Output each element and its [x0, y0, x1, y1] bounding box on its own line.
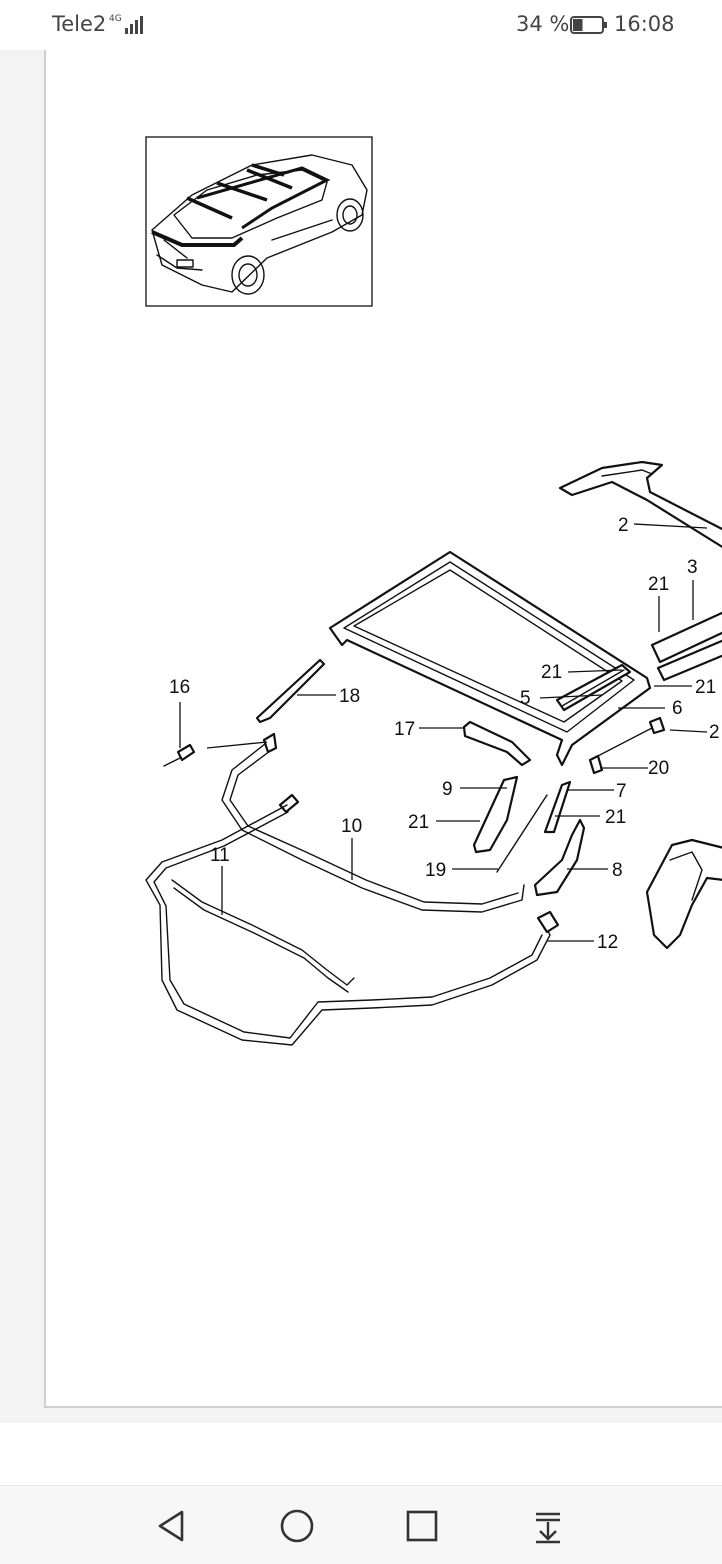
home-circle-icon[interactable] — [275, 1504, 319, 1548]
network-type: 4G — [109, 14, 122, 24]
callout-19: 19 — [425, 860, 446, 881]
callout-8: 8 — [612, 860, 623, 881]
roof-frame — [328, 550, 652, 767]
part-11-seal — [171, 879, 355, 986]
callout-7: 7 — [616, 781, 627, 802]
navigation-bar — [0, 1486, 722, 1564]
part-8-seal — [533, 818, 586, 897]
part-18-bracket — [255, 658, 326, 724]
part-20-clip — [588, 754, 604, 775]
callout-10: 10 — [341, 816, 362, 837]
viewer-bottom-band — [0, 1423, 722, 1486]
part-16-screw — [163, 743, 196, 767]
status-bar: Tele2 4G 34 % 16:08 — [0, 0, 722, 50]
part-2-rear-bow — [558, 460, 722, 549]
document-page[interactable]: 2 3 21 21 21 5 6 2 16 18 17 20 9 7 21 21… — [44, 50, 722, 1408]
part-17-trim — [462, 720, 532, 767]
callout-11: 11 — [210, 845, 230, 866]
document-viewer[interactable]: 2 3 21 21 21 5 6 2 16 18 17 20 9 7 21 21… — [0, 50, 722, 1423]
parts-diagram: 2 3 21 21 21 5 6 2 16 18 17 20 9 7 21 21… — [145, 136, 722, 1046]
clock: 16:08 — [614, 12, 675, 36]
part-9-seal — [472, 775, 519, 854]
signal-strength-icon: 4G — [109, 14, 143, 34]
callout-labels: 2 3 21 21 21 5 6 2 16 18 17 20 9 7 21 21… — [169, 515, 720, 953]
callout-21: 21 — [408, 812, 429, 833]
part-19-strip — [496, 794, 548, 873]
part-12-seal — [145, 804, 551, 1046]
callout-21: 21 — [695, 677, 716, 698]
back-triangle-icon[interactable] — [150, 1504, 194, 1548]
part-3-side-rail — [650, 611, 722, 682]
callout-21: 21 — [648, 574, 669, 595]
part-7-strip — [543, 780, 572, 834]
callout-21: 21 — [541, 662, 562, 683]
callout-9: 9 — [442, 779, 453, 800]
callout-12: 12 — [597, 932, 618, 953]
callout-17: 17 — [394, 719, 415, 740]
callout-18: 18 — [339, 686, 360, 707]
part-2-clip — [648, 716, 666, 735]
battery-icon — [570, 16, 607, 34]
recents-square-icon[interactable] — [400, 1504, 444, 1548]
callout-2: 2 — [618, 515, 629, 536]
callout-16: 16 — [169, 677, 190, 698]
carrier-name: Tele2 — [52, 12, 107, 36]
callout-6: 6 — [672, 698, 683, 719]
callout-2: 2 — [709, 722, 720, 743]
car-overview-thumbnail — [145, 136, 373, 307]
callout-5: 5 — [520, 688, 531, 709]
leader-lines — [179, 523, 708, 942]
callout-21: 21 — [605, 807, 626, 828]
pull-down-icon[interactable] — [526, 1504, 570, 1548]
partial-panel-right — [645, 838, 722, 950]
callout-3: 3 — [687, 557, 698, 578]
battery-percent: 34 % — [516, 12, 570, 36]
callout-20: 20 — [648, 758, 669, 779]
part-10-seal — [221, 739, 525, 913]
